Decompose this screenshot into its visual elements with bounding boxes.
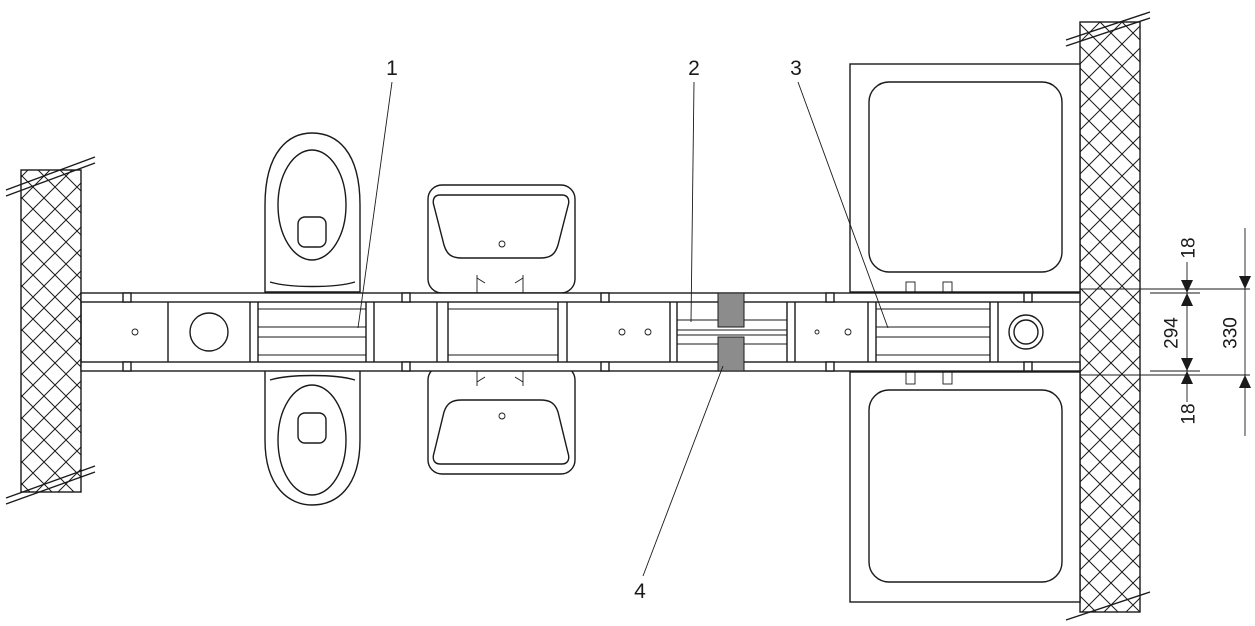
toilet-top: [264, 132, 361, 293]
dim-bottom-flange: 18: [1179, 403, 1200, 424]
washbasin-top: [427, 184, 576, 294]
frame-outlets: [131, 312, 1044, 352]
callout-leaders: [357, 81, 889, 577]
dim-frame-inner: 294: [1162, 317, 1183, 349]
shower-tray-top: [849, 63, 1081, 295]
left-wall: [5, 156, 96, 505]
shower-tray-bottom: [849, 371, 1081, 603]
seal-blocks: [717, 292, 745, 372]
dim-frame-total: 330: [1221, 317, 1242, 349]
frame-rails: [80, 292, 1081, 372]
frame-partitions: [167, 302, 999, 362]
dimension-lines: [1080, 228, 1251, 436]
washbasin-bottom: [427, 365, 576, 475]
callout-3: 3: [790, 57, 802, 80]
callout-1: 1: [386, 57, 398, 80]
callout-4: 4: [634, 580, 646, 603]
dim-top-flange: 18: [1179, 237, 1200, 258]
toilet-bottom: [264, 369, 361, 506]
callout-2: 2: [688, 57, 700, 80]
frame-cross-members: [258, 308, 990, 356]
right-wall: [1065, 11, 1151, 621]
rail-bolts: [122, 292, 1033, 372]
